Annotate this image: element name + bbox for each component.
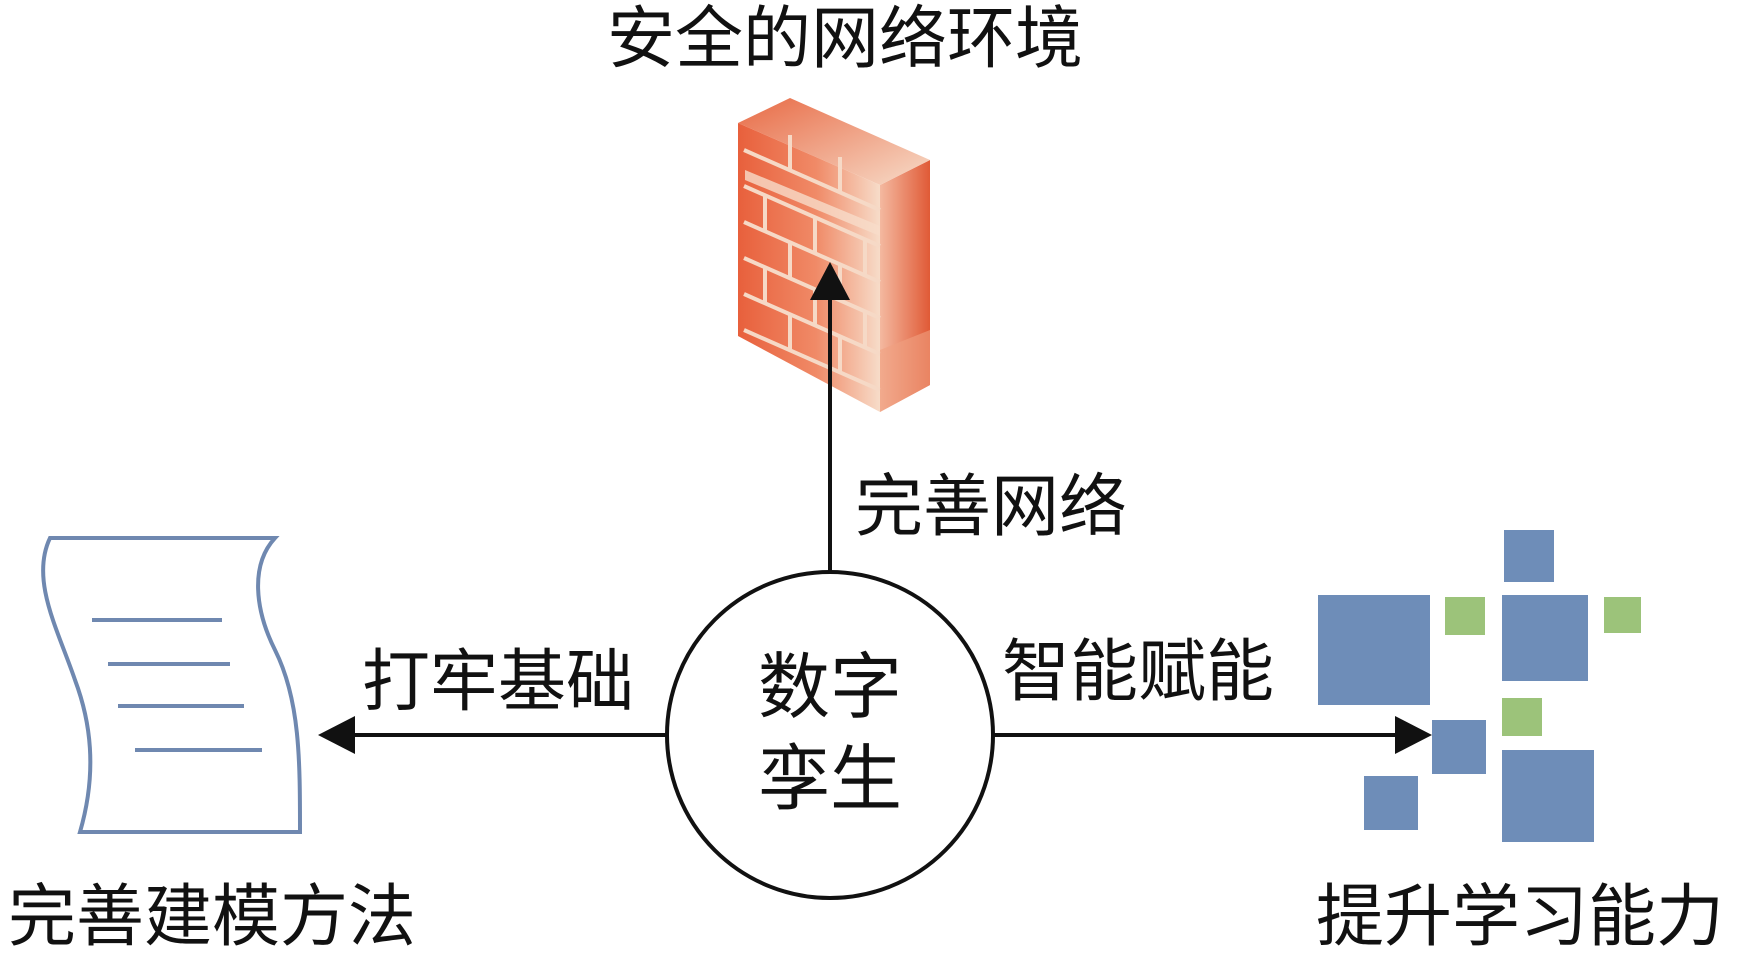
arrow-right-to-learning [993, 716, 1432, 754]
center-label-line2: 孪生 [758, 737, 902, 821]
center-label-line1: 数字 [758, 645, 902, 729]
top-title: 安全的网络环境 [607, 0, 1083, 79]
right-title: 提升学习能力 [1316, 878, 1724, 956]
squares-cluster-icon [1318, 530, 1641, 842]
center-node-digital-twin: 数字 孪生 [665, 570, 995, 900]
arrow-label-empowerment: 智能赋能 [1002, 633, 1274, 712]
left-title: 完善建模方法 [8, 878, 416, 956]
arrow-label-network: 完善网络 [855, 468, 1127, 547]
arrow-label-foundation: 打牢基础 [362, 643, 634, 722]
arrow-left-to-modeling [318, 716, 667, 754]
firewall-brick-wall-icon [738, 98, 930, 412]
document-scroll-icon [41, 536, 303, 834]
arrow-up-to-network [810, 262, 850, 572]
